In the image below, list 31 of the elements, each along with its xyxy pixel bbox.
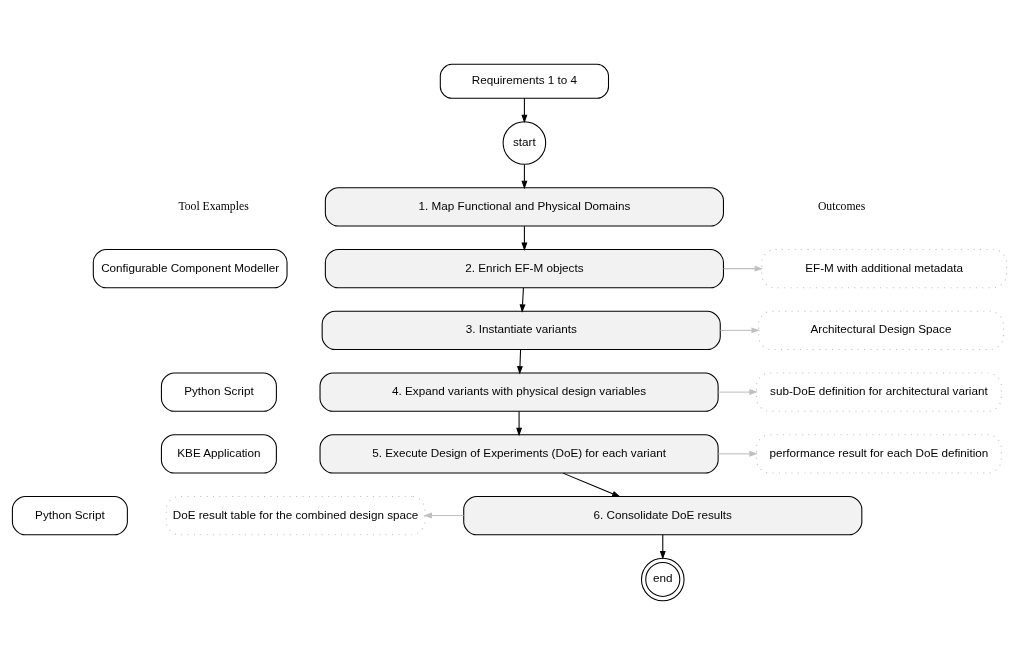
arrow [517,349,523,375]
node-box: performance result for each DoE definition [755,434,1002,474]
node-box: DoE result table for the combined design space [165,495,426,536]
node-box: 6. Consolidate DoE results [463,495,863,536]
arrow [719,327,760,334]
node-box: EF-M with additional metadata [761,248,1008,289]
node-box: Requirements 1 to 4 [439,63,609,99]
node-circle: start [502,121,547,165]
arrow [562,472,621,498]
arrow [519,287,526,313]
arrow [521,164,528,190]
node-box: 3. Instantiate variants [321,310,721,351]
label: Tool Examples [178,199,249,213]
node-box: Configurable Component Modeller [92,248,288,289]
node-box: Python Script [160,372,277,412]
arrow [521,97,528,124]
arrow [717,450,758,457]
node-box: 2. Enrich EF-M objects [324,248,724,289]
label: Outcomes [817,199,866,213]
node-box: KBE Application [160,434,277,474]
node-box: Architectural Design Space [758,310,1004,351]
node-box: Python Script [11,495,128,536]
arrow [423,512,465,519]
arrow [717,389,758,396]
node-circle: end [640,557,685,602]
node-box: 5. Execute Design of Experiments (DoE) for each variant [319,434,719,474]
arrow [723,265,764,272]
node-box: sub-DoE definition for architectural variant [755,372,1002,412]
arrow [516,410,523,437]
node-box: 1. Map Functional and Physical Domains [324,187,724,227]
node-box: 4. Expand variants with physical design variables [319,372,719,412]
